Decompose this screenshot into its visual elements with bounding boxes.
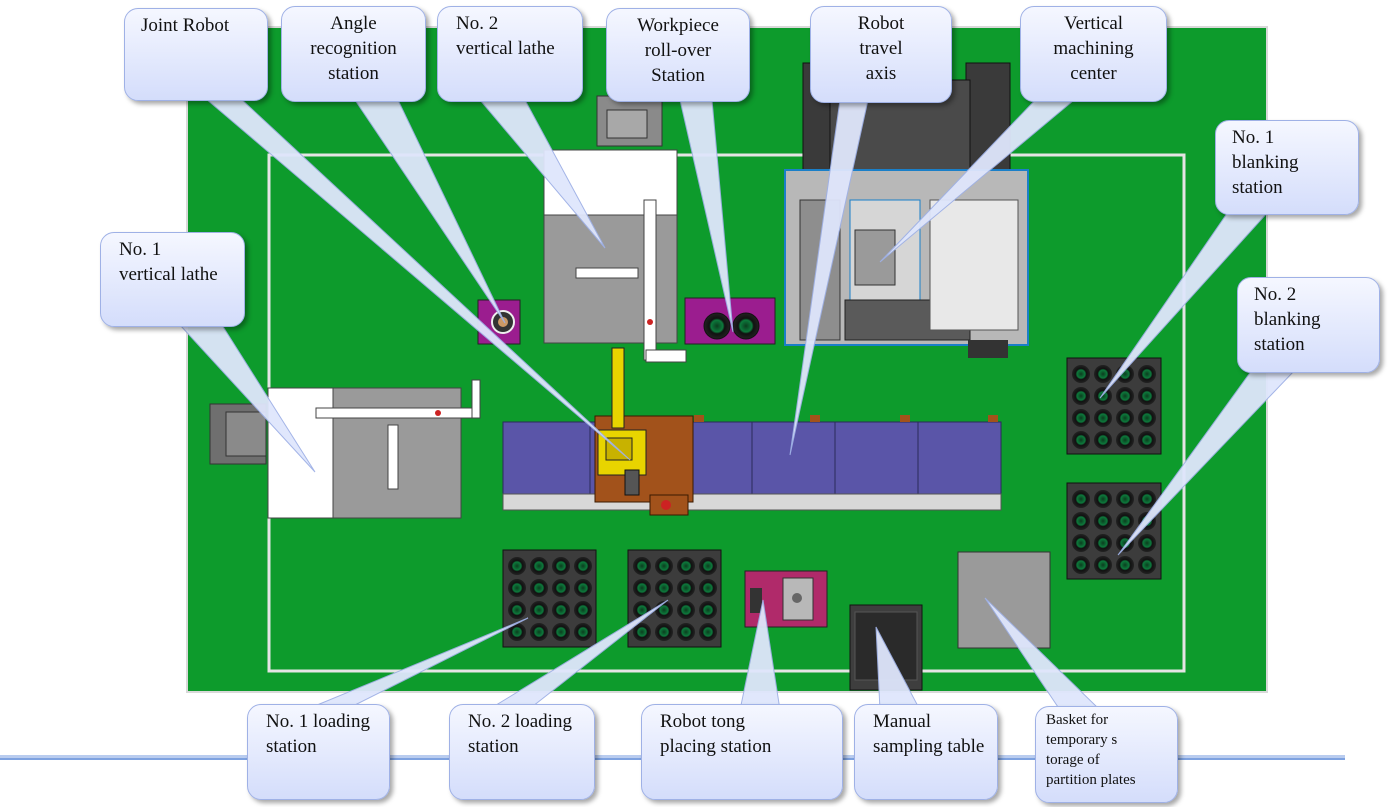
loading-station-2-label: No. 2 loading station bbox=[449, 704, 595, 800]
vertical-lathe-1-label: No. 1 vertical lathe bbox=[100, 232, 245, 327]
manual-sampling-table bbox=[849, 604, 923, 691]
loading-station-2 bbox=[627, 549, 722, 648]
manual-sampling-table-label: Manual sampling table bbox=[854, 704, 998, 800]
blanking-station-2 bbox=[1066, 482, 1162, 580]
vmc-label: Vertical machining center bbox=[1020, 6, 1167, 102]
rollover-station bbox=[684, 297, 776, 345]
loading-station-1 bbox=[502, 549, 597, 648]
robot-travel-axis bbox=[502, 415, 1002, 511]
blanking-station-1 bbox=[1066, 357, 1162, 455]
tong-placing-station bbox=[744, 570, 828, 628]
vertical-lathe-2-label: No. 2 vertical lathe bbox=[437, 6, 583, 102]
angle-recognition-label: Angle recognition station bbox=[281, 6, 426, 102]
blanking-station-1-label: No. 1 blanking station bbox=[1215, 120, 1359, 215]
partition-plate-basket bbox=[957, 551, 1051, 649]
travel-axis-label: Robot travel axis bbox=[810, 6, 952, 103]
joint-robot-label: Joint Robot bbox=[124, 8, 268, 101]
callout-pointers bbox=[178, 94, 1297, 711]
vertical-lathe-2 bbox=[543, 95, 687, 363]
blanking-station-2-label: No. 2 blanking station bbox=[1237, 277, 1380, 373]
tong-placing-station-label: Robot tong placing station bbox=[641, 704, 843, 800]
rollover-station-label: Workpiece roll-over Station bbox=[606, 8, 750, 102]
basket-label: Basket for temporary s torage of partiti… bbox=[1035, 706, 1178, 803]
loading-station-1-label: No. 1 loading station bbox=[247, 704, 390, 800]
angle-recognition-station bbox=[477, 299, 521, 345]
